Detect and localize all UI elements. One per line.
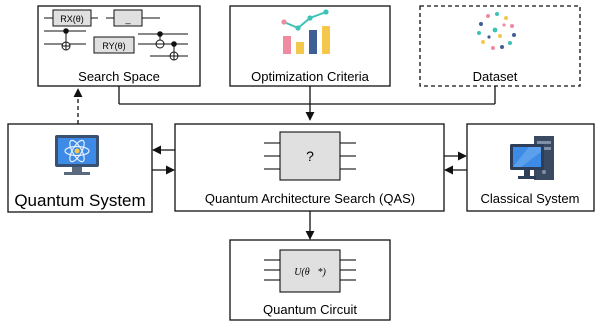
classical-system-label: Classical System (481, 191, 580, 206)
ry-gate-label: RY(θ) (102, 41, 125, 51)
chip-icon (264, 131, 356, 181)
rx-gate (52, 9, 92, 27)
bar-chart-icon (281, 9, 330, 54)
dataset-box: Dataset (419, 5, 581, 87)
dataset-label: Dataset (473, 69, 518, 84)
search-space-box: RX(θ) _ RY(θ) Search Space (37, 5, 201, 87)
quantum-circuit-box: U(θ⃗*) Quantum Circuit (229, 239, 391, 321)
optimization-criteria-label: Optimization Criteria (251, 69, 370, 84)
quantum-system-box: Quantum System (7, 123, 153, 213)
circuit-icon (44, 9, 188, 61)
desktop-computer-icon (510, 136, 554, 180)
qas-label: Quantum Architecture Search (QAS) (205, 191, 415, 206)
unitary-chip-icon (264, 249, 356, 293)
quantum-circuit-label: Quantum Circuit (263, 302, 357, 317)
qas-box: ? Quantum Architecture Search (QAS) (174, 123, 445, 212)
rx-gate-label: RX(θ) (60, 14, 84, 24)
dataset-scatter-icon (477, 12, 516, 50)
quantum-computer-icon (55, 135, 99, 175)
blank-gate-label: _ (124, 14, 131, 24)
search-space-label: Search Space (78, 69, 160, 84)
connectors (73, 86, 496, 240)
optimization-criteria-box: Optimization Criteria (229, 5, 391, 87)
chip-question-mark: ? (306, 148, 314, 164)
quantum-system-label: Quantum System (14, 191, 145, 210)
blank-gate (113, 9, 143, 27)
unitary-label: U(θ⃗*) (294, 267, 326, 278)
ry-gate (93, 36, 135, 54)
classical-system-box: Classical System (466, 123, 595, 212)
